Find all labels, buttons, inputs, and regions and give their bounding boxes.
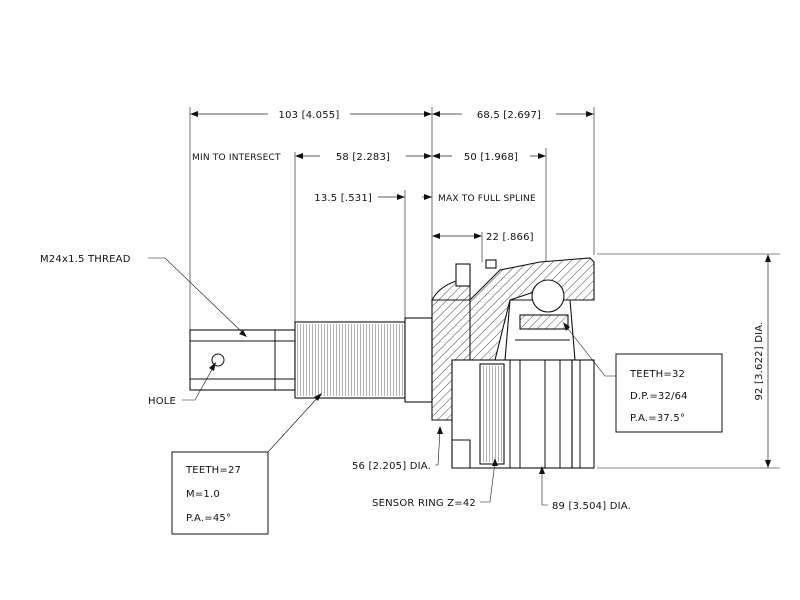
outer-pressure-angle: P.A.=45°: [186, 513, 231, 524]
inner-spline-spec-box: [615, 353, 723, 433]
dim-50: 50 [1.968]: [464, 152, 518, 163]
outer-module: M=1.0: [186, 489, 220, 500]
hole-label: HOLE: [148, 396, 176, 407]
inner-race: [504, 279, 576, 361]
dim-overall-left: 103 [4.055]: [279, 110, 340, 121]
max-to-full-spline-label: MAX TO FULL SPLINE: [438, 194, 536, 204]
sensor-ring: [479, 363, 505, 465]
dim-22: 22 [.866]: [486, 232, 534, 243]
housing-lower-body: [451, 359, 595, 469]
inner-teeth: TEETH=32: [629, 369, 685, 380]
dim-13-5: 13.5 [.531]: [314, 193, 372, 204]
inner-diametral-pitch: D.P.=32/64: [630, 391, 688, 402]
outer-spline-spec-box: [171, 451, 269, 535]
dim-overall-right: 68.5 [2.697]: [477, 110, 541, 121]
inner-pressure-angle: P.A.=37.5°: [630, 413, 685, 424]
outer-teeth: TEETH=27: [185, 465, 241, 476]
outer-spline-shaft: [294, 317, 433, 403]
hole: [211, 353, 225, 367]
min-to-intersect-label: MIN TO INTERSECT: [192, 153, 281, 163]
dim-92-dia: 92 [3.622] DIA.: [754, 321, 765, 400]
dimension-lines: [190, 111, 771, 468]
dim-58: 58 [2.283]: [336, 152, 390, 163]
dim-89-dia: 89 [3.504] DIA.: [552, 501, 631, 512]
leader-lines: [148, 257, 616, 506]
sensor-ring-label: SENSOR RING Z=42: [372, 498, 476, 509]
thread-label: M24x1.5 THREAD: [40, 254, 131, 265]
extension-lines: [189, 107, 780, 469]
dim-56-dia: 56 [2.205] DIA.: [352, 461, 431, 472]
threaded-stub-shaft: [189, 329, 296, 391]
